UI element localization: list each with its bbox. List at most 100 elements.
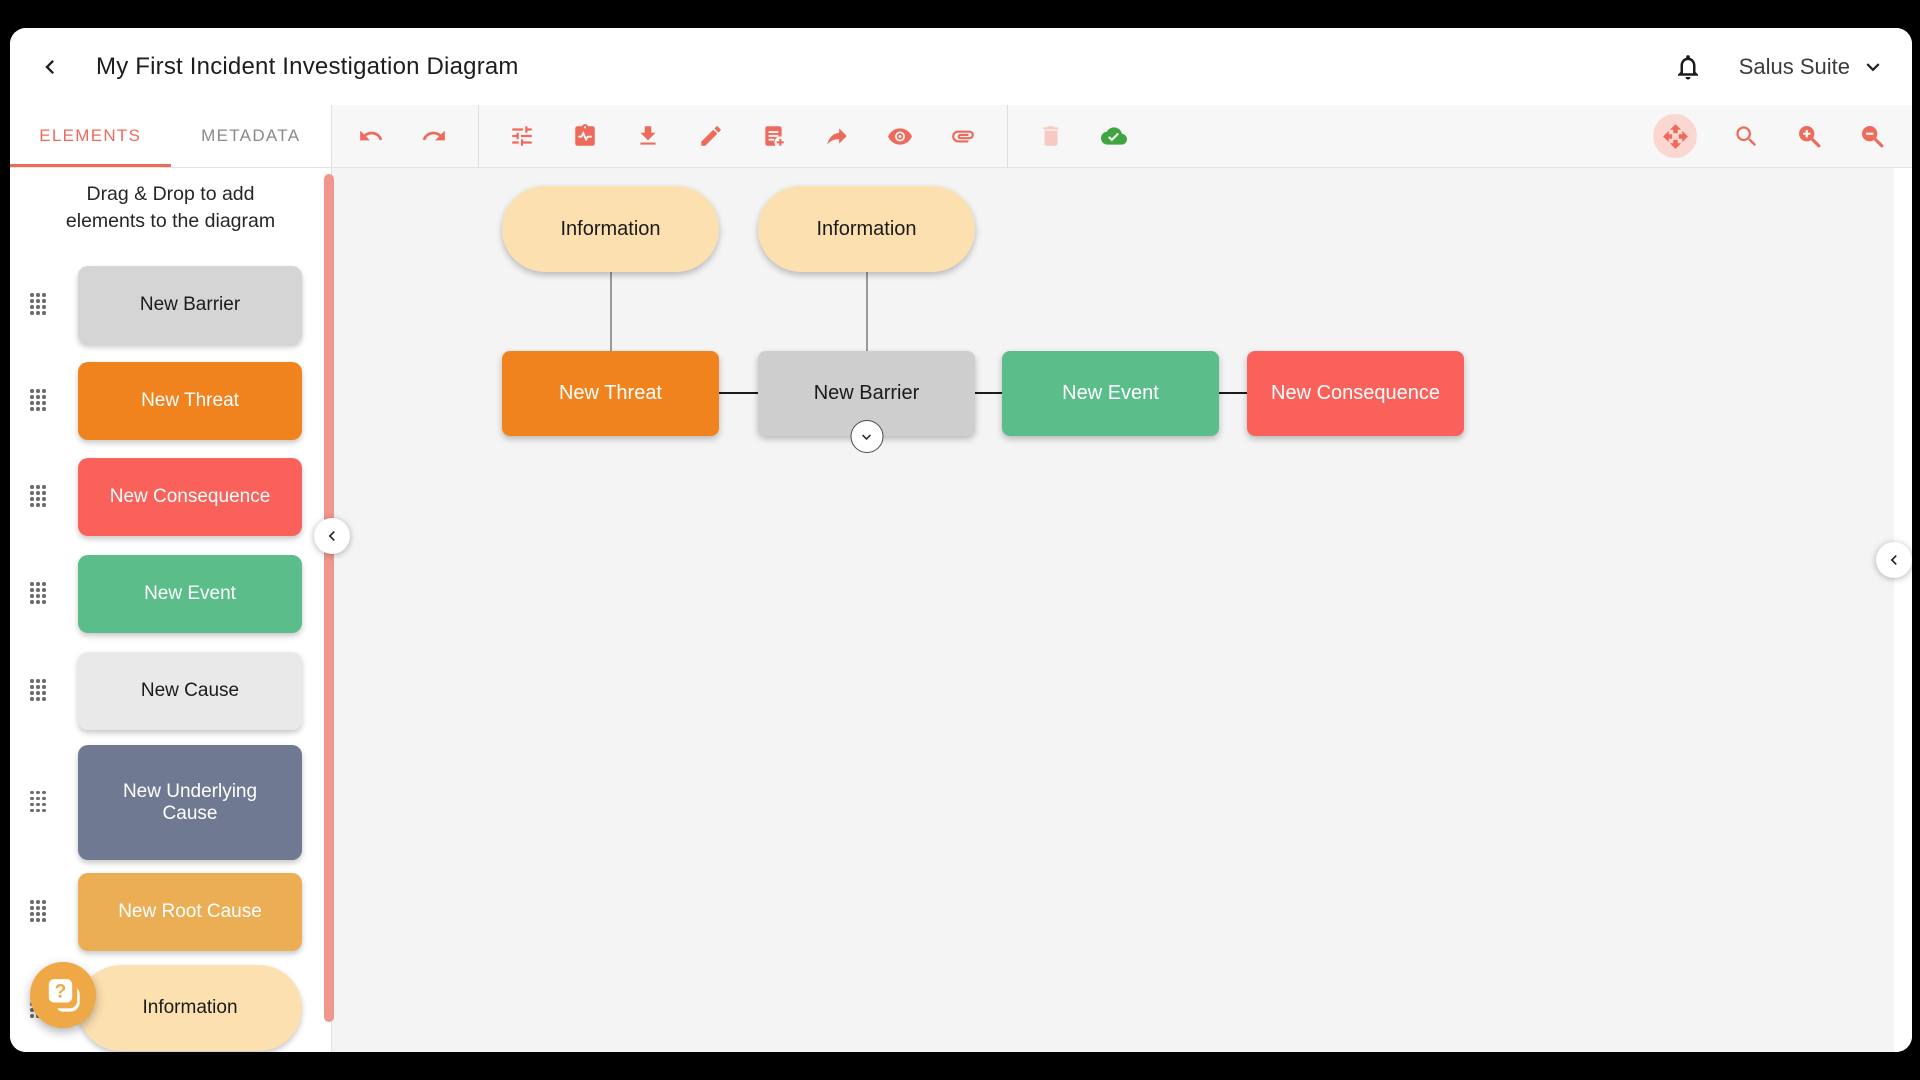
undo-icon xyxy=(360,130,383,141)
node-new-barrier[interactable]: New Barrier xyxy=(758,351,975,453)
header-right: Salus Suite xyxy=(1671,50,1912,84)
palette-item-new-barrier[interactable]: New Barrier xyxy=(10,266,332,344)
chevron-down-icon xyxy=(1866,62,1880,71)
app-switcher-label: Salus Suite xyxy=(1738,53,1850,79)
eye-icon xyxy=(888,127,912,145)
edit-icon xyxy=(701,126,721,146)
note-add-button[interactable] xyxy=(761,123,787,149)
health-record-button[interactable] xyxy=(572,123,598,149)
palette-block[interactable]: New Underlying Cause xyxy=(78,745,302,860)
zoom-in-button[interactable] xyxy=(1796,123,1823,150)
app-switcher[interactable]: Salus Suite xyxy=(1739,54,1886,80)
diagram-canvas[interactable]: Information Information New Threat New B… xyxy=(332,168,1894,1052)
palette-block[interactable]: Information xyxy=(78,965,302,1051)
drag-handle-icon[interactable] xyxy=(30,790,48,815)
palette-block[interactable]: New Root Cause xyxy=(78,873,302,951)
header: My First Incident Investigation Diagram … xyxy=(10,28,1912,105)
sidebar-scrollbar[interactable] xyxy=(324,174,334,1022)
redo-button[interactable] xyxy=(421,123,447,149)
node-new-threat[interactable]: New Threat xyxy=(502,351,719,436)
svg-text:?: ? xyxy=(55,982,67,1003)
diagram-toolbar xyxy=(332,105,1912,167)
palette-block[interactable]: New Threat xyxy=(78,362,302,440)
help-quiz-icon: ? xyxy=(48,979,80,1012)
node-label: New Barrier xyxy=(813,382,920,404)
connector-line xyxy=(975,392,1002,394)
app-window: My First Incident Investigation Diagram … xyxy=(10,28,1912,1052)
node-expand-button[interactable] xyxy=(850,420,883,453)
edit-button[interactable] xyxy=(698,123,724,149)
toolbar-row: ELEMENTS METADATA xyxy=(10,105,1912,168)
cloud-sync-status xyxy=(1101,123,1127,149)
bell-icon xyxy=(1677,54,1698,79)
palette-block[interactable]: New Cause xyxy=(78,652,302,730)
zoom-out-icon xyxy=(1862,125,1884,147)
chevron-left-icon xyxy=(45,59,54,74)
sidebar-hint: Drag & Drop to add elements to the diagr… xyxy=(65,183,276,232)
connector-line xyxy=(1219,392,1247,394)
zoom-out-button[interactable] xyxy=(1859,123,1886,150)
zoom-in-icon xyxy=(1799,125,1821,147)
node-new-event[interactable]: New Event xyxy=(1002,351,1219,436)
chevron-left-icon xyxy=(328,531,335,541)
palette-item-new-event[interactable]: New Event xyxy=(10,555,332,633)
right-panel-toggle-button[interactable] xyxy=(1876,542,1912,578)
visibility-button[interactable] xyxy=(887,123,913,149)
chevron-left-icon xyxy=(1890,555,1897,565)
workspace-body: Drag & Drop to add elements to the diagr… xyxy=(10,168,1912,1052)
tune-button[interactable] xyxy=(509,123,535,149)
move-icon xyxy=(1662,123,1688,149)
drag-handle-icon[interactable] xyxy=(30,293,48,317)
help-button[interactable]: ? xyxy=(30,962,96,1028)
connector-line xyxy=(866,272,868,351)
search-icon xyxy=(1736,125,1757,146)
elements-sidebar: Drag & Drop to add elements to the diagr… xyxy=(10,168,332,1052)
drag-handle-icon[interactable] xyxy=(30,900,48,924)
undo-button[interactable] xyxy=(358,123,384,149)
palette-block[interactable]: New Event xyxy=(78,555,302,633)
tab-metadata[interactable]: METADATA xyxy=(201,126,301,145)
cloud-done-icon xyxy=(1101,127,1127,145)
health-record-icon xyxy=(575,124,595,146)
palette-item-new-consequence[interactable]: New Consequence xyxy=(10,458,332,536)
view-controls xyxy=(1653,114,1912,158)
panel-tabs: ELEMENTS METADATA xyxy=(10,105,332,167)
pan-tool-button[interactable] xyxy=(1653,114,1697,158)
connector-line xyxy=(610,272,612,351)
notifications-button[interactable] xyxy=(1671,50,1705,84)
search-button[interactable] xyxy=(1733,123,1760,150)
palette-block[interactable]: New Consequence xyxy=(78,458,302,536)
drag-handle-icon[interactable] xyxy=(30,485,48,509)
node-new-consequence[interactable]: New Consequence xyxy=(1247,351,1464,436)
page-title: My First Incident Investigation Diagram xyxy=(96,52,519,80)
trash-icon xyxy=(1043,126,1059,146)
tune-icon xyxy=(512,126,532,146)
download-icon xyxy=(640,126,656,145)
connector-line xyxy=(719,392,758,394)
attachment-button[interactable] xyxy=(950,123,976,149)
redo-icon xyxy=(422,130,445,141)
drag-handle-icon[interactable] xyxy=(30,389,48,413)
chevron-down-icon xyxy=(862,433,871,440)
paperclip-icon xyxy=(952,130,974,143)
share-forward-icon xyxy=(827,128,847,145)
tab-elements[interactable]: ELEMENTS xyxy=(10,105,171,167)
node-information-2[interactable]: Information xyxy=(758,186,975,272)
palette-item-new-root-cause[interactable]: New Root Cause xyxy=(10,873,332,951)
node-information-1[interactable]: Information xyxy=(502,186,719,272)
right-panel-strip xyxy=(1894,168,1912,1052)
note-add-icon xyxy=(765,126,787,149)
palette-item-new-underlying-cause[interactable]: New Underlying Cause xyxy=(10,745,332,860)
palette-block[interactable]: New Barrier xyxy=(78,266,302,344)
download-button[interactable] xyxy=(635,123,661,149)
palette-item-new-threat[interactable]: New Threat xyxy=(10,362,332,440)
toolbar-divider xyxy=(1007,105,1008,167)
drag-handle-icon[interactable] xyxy=(30,679,48,703)
back-button[interactable] xyxy=(34,51,66,83)
delete-button[interactable] xyxy=(1038,123,1064,149)
sidebar-collapse-button[interactable] xyxy=(314,518,350,554)
drag-handle-icon[interactable] xyxy=(30,582,48,606)
share-button[interactable] xyxy=(824,123,850,149)
toolbar-divider xyxy=(478,105,479,167)
palette-item-new-cause[interactable]: New Cause xyxy=(10,652,332,730)
